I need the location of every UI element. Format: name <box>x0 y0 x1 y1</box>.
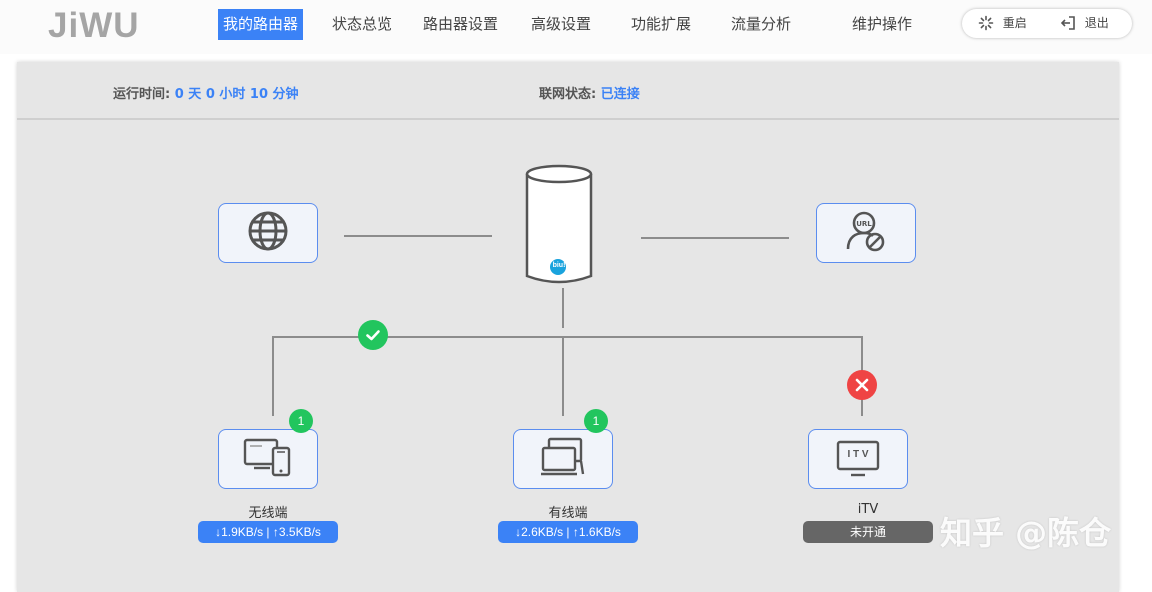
network-status-value: 已连接 <box>600 87 640 102</box>
url-block-icon: URL <box>842 209 890 257</box>
connected-check-icon <box>358 320 388 350</box>
nav-my-router[interactable]: 我的路由器 <box>218 9 304 40</box>
wired-devices-node[interactable] <box>513 429 613 489</box>
nav-traffic-analysis[interactable]: 流量分析 <box>731 15 792 33</box>
nav-advanced-settings[interactable]: 高级设置 <box>531 15 592 33</box>
network-status-label: 联网状态: <box>539 87 597 102</box>
router-brand-mark: biu! <box>552 262 566 269</box>
nav-router-settings[interactable]: 路由器设置 <box>423 15 499 33</box>
brand-logo[interactable]: JiWU <box>48 6 140 45</box>
nav-maintenance[interactable]: 维护操作 <box>852 15 913 33</box>
itv-node[interactable]: I T V <box>808 429 908 489</box>
router-overview-panel: 运行时间: 0 天 0 小时 10 分钟 联网状态: 已连接 <box>17 62 1119 592</box>
itv-status: 未开通 <box>803 521 933 543</box>
uptime-stat: 运行时间: 0 天 0 小时 10 分钟 <box>113 83 299 102</box>
wired-speed: ↓2.6KB/s | ↑1.6KB/s <box>498 521 638 543</box>
url-filter-node[interactable]: URL <box>816 203 916 263</box>
wireless-branch-line <box>272 336 274 416</box>
restart-label: 重启 <box>1002 16 1027 30</box>
wired-device-count: 1 <box>584 409 608 433</box>
router-device[interactable]: biu! <box>524 164 594 288</box>
internet-node[interactable] <box>218 203 318 263</box>
url-filter-link-line <box>641 237 789 239</box>
wireless-speed: ↓1.9KB/s | ↑3.5KB/s <box>198 521 338 543</box>
watermark: 知乎 @陈仓 <box>940 514 1112 552</box>
restart-icon <box>978 14 999 32</box>
logout-button[interactable]: 退出 <box>1060 9 1109 38</box>
wireless-devices-icon <box>242 436 294 482</box>
wireless-device-count: 1 <box>289 409 313 433</box>
wireless-devices-node[interactable] <box>218 429 318 489</box>
router-down-line <box>562 288 564 328</box>
itv-disconnected-icon <box>847 370 877 400</box>
restart-button[interactable]: 重启 <box>978 9 1027 38</box>
nav-status-overview[interactable]: 状态总览 <box>332 15 393 33</box>
wired-label: 有线端 <box>548 506 588 521</box>
top-nav-bar: JiWU 我的路由器 状态总览 路由器设置 高级设置 功能扩展 流量分析 维护操… <box>0 0 1152 54</box>
status-bar: 运行时间: 0 天 0 小时 10 分钟 联网状态: 已连接 <box>17 62 1119 120</box>
uptime-label: 运行时间: <box>113 87 171 102</box>
logout-label: 退出 <box>1084 16 1109 30</box>
wired-branch-line <box>562 336 564 416</box>
logout-icon <box>1060 14 1081 32</box>
tv-icon-text: I T V <box>847 449 869 460</box>
uptime-value: 0 天 0 小时 10 分钟 <box>174 87 299 102</box>
wireless-label: 无线端 <box>248 506 288 521</box>
distribution-bus-line <box>272 336 862 338</box>
itv-label: iTV <box>857 502 879 517</box>
tv-icon: I T V <box>835 439 881 479</box>
wired-devices-icon <box>537 436 589 482</box>
system-actions: 重启 退出 <box>962 9 1132 38</box>
nav-extensions[interactable]: 功能扩展 <box>631 15 692 33</box>
network-stat: 联网状态: 已连接 <box>539 83 640 102</box>
internet-link-line <box>344 235 492 237</box>
globe-icon <box>246 209 290 257</box>
svg-text:URL: URL <box>856 220 872 228</box>
